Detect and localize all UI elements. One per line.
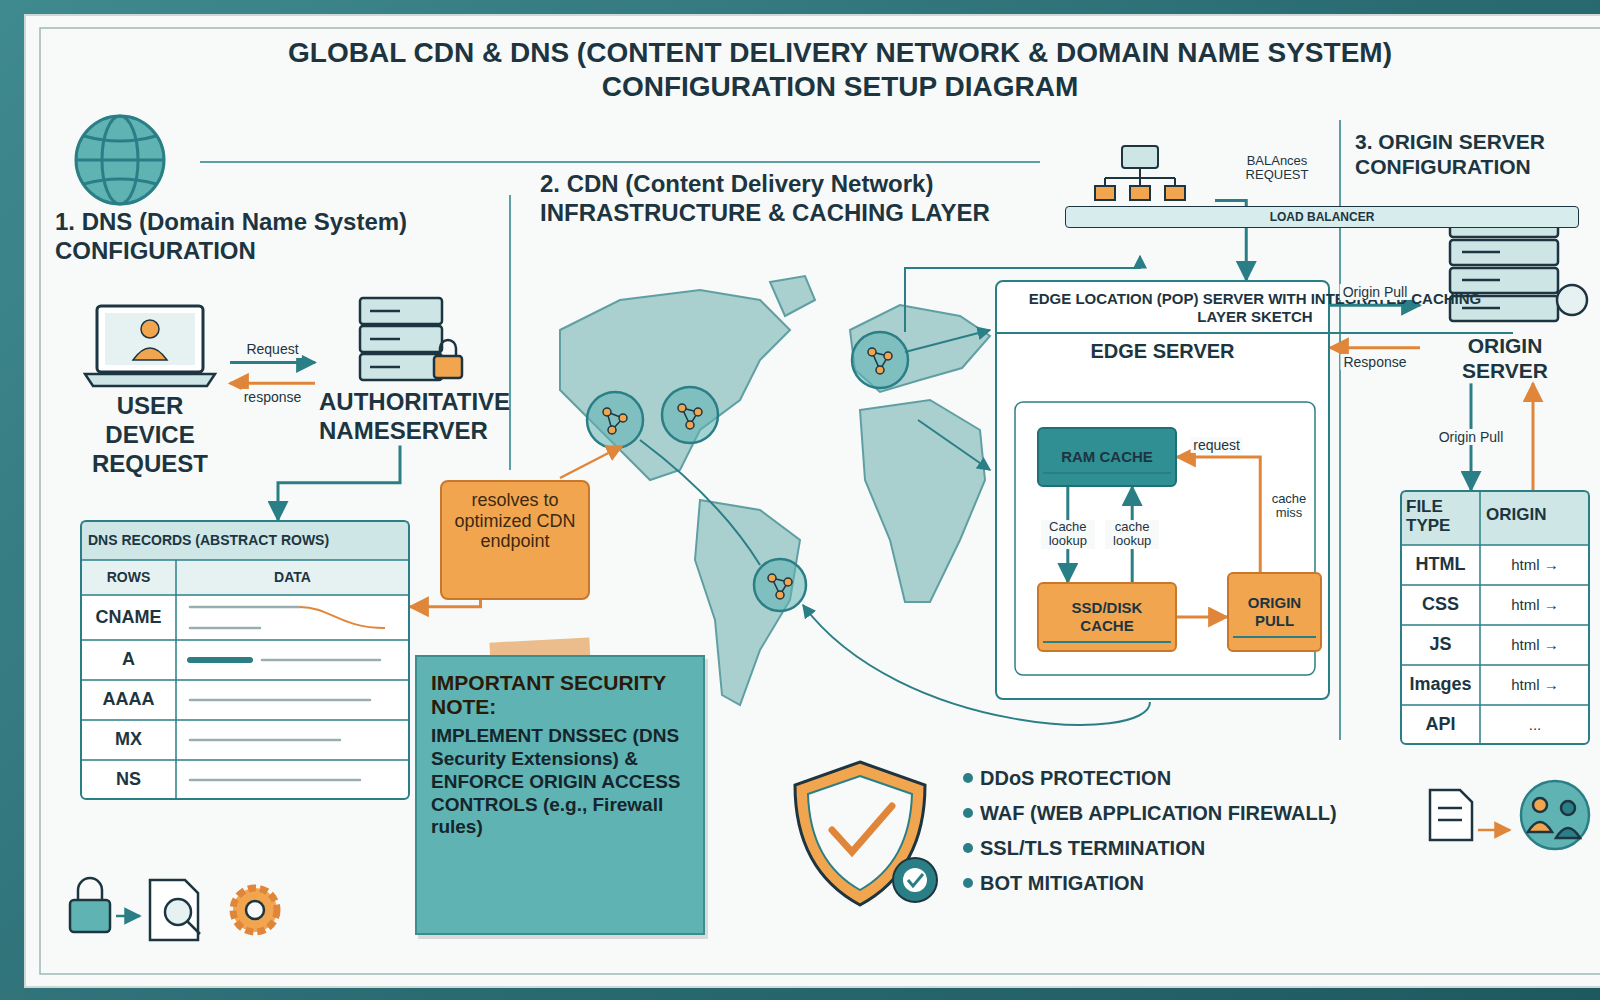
file-table-grid bbox=[1400, 490, 1590, 745]
delivery-icons bbox=[1430, 781, 1589, 849]
bullets bbox=[963, 773, 973, 888]
feature-item: DDoS PROTECTION bbox=[980, 762, 1380, 794]
node-text: ORIGIN SERVER bbox=[1424, 333, 1586, 383]
audit-icons bbox=[70, 878, 277, 940]
connector-arrow bbox=[410, 600, 481, 607]
edge-label: response bbox=[241, 389, 305, 405]
divider bbox=[509, 195, 511, 470]
node-text: EDGE LOCATION (POP) SERVER WITH INTEGRAT… bbox=[997, 282, 1513, 334]
cache-box: RAM CACHE bbox=[1037, 427, 1177, 487]
table-cell: Images bbox=[1402, 665, 1479, 705]
node-text: EDGE SERVER bbox=[997, 334, 1328, 369]
process-box: ORIGIN PULL bbox=[1227, 572, 1322, 652]
node-text: ORIGIN PULL bbox=[1233, 586, 1316, 638]
edge-label: cache lookup bbox=[1105, 520, 1159, 550]
table-cell: MX bbox=[82, 720, 175, 760]
leader-line bbox=[560, 446, 622, 478]
table-cell: CNAME bbox=[82, 595, 175, 640]
feature-item: BOT MITIGATION bbox=[980, 867, 1380, 899]
nameserver-icon bbox=[360, 298, 462, 380]
node-text: IMPLEMENT DNSSEC (DNS Security Extension… bbox=[431, 725, 689, 839]
edge-server-box: EDGE LOCATION (POP) SERVER WITH INTEGRAT… bbox=[995, 280, 1330, 700]
connector-arrow bbox=[1177, 616, 1227, 619]
load-balancer-icon bbox=[1095, 146, 1185, 200]
diagram-title: GLOBAL CDN & DNS (CONTENT DELIVERY NETWO… bbox=[190, 36, 1490, 103]
cache-box: SSD/DISK CACHE bbox=[1037, 582, 1177, 652]
security-note: IMPORTANT SECURITY NOTE: IMPLEMENT DNSSEC… bbox=[415, 655, 705, 935]
node-text: 2. CDN (Content Delivery Network) INFRAS… bbox=[540, 170, 1040, 228]
connector-arrow bbox=[278, 446, 400, 520]
table-cell: JS bbox=[1402, 625, 1479, 665]
section-band: 2. CDN (Content Delivery Network) INFRAS… bbox=[515, 140, 1335, 945]
file-type-table: FILE TYPEORIGIN bbox=[1400, 490, 1590, 745]
callout-box: resolves to optimized CDN endpoint bbox=[440, 480, 590, 600]
edge-label: Response bbox=[1340, 354, 1409, 370]
table-cell: html → bbox=[1482, 665, 1588, 705]
load-balancer: LOAD BALANCER bbox=[1065, 140, 1215, 250]
section-band: 3. ORIGIN SERVER CONFIGURATION ORIGIN SER… bbox=[1345, 125, 1600, 945]
laptop-icon bbox=[85, 306, 215, 386]
table-cell: CSS bbox=[1402, 585, 1479, 625]
pop-glyphs bbox=[603, 348, 892, 599]
table-cell: A bbox=[82, 640, 175, 680]
annotation: cache miss bbox=[1266, 488, 1312, 524]
title-rule bbox=[200, 161, 1040, 163]
pop-sites bbox=[587, 332, 908, 611]
table-cell: html → bbox=[1482, 585, 1588, 625]
table-cell: API bbox=[1402, 705, 1479, 745]
node-text: LOAD BALANCER bbox=[1065, 206, 1579, 228]
edge-label: request bbox=[1190, 437, 1243, 453]
node-text: 3. ORIGIN SERVER CONFIGURATION bbox=[1355, 129, 1590, 179]
connector-arrow bbox=[230, 382, 315, 385]
connector-arrow bbox=[230, 361, 315, 364]
poster bbox=[25, 15, 1600, 987]
annotation: BALAnces REQUEST bbox=[1222, 150, 1332, 186]
node-text: FILE TYPE bbox=[1402, 492, 1482, 743]
feature-item: WAF (WEB APPLICATION FIREWALL) bbox=[980, 797, 1380, 829]
edge-box-fill bbox=[995, 280, 1330, 700]
table-cell: ROWS bbox=[82, 560, 175, 595]
table-cell: AAAA bbox=[82, 680, 175, 720]
table-cell: html → bbox=[1482, 545, 1588, 585]
node-text: DNS RECORDS (ABSTRACT ROWS) bbox=[88, 532, 402, 549]
device-node: USER DEVICE REQUEST bbox=[70, 300, 230, 478]
globe-icon bbox=[76, 116, 164, 204]
table-cell: HTML bbox=[1402, 545, 1479, 585]
node-text: RAM CACHE bbox=[1043, 440, 1171, 474]
server-node: ORIGIN SERVER bbox=[1420, 205, 1590, 383]
connector-arrow bbox=[1177, 457, 1260, 572]
table-cell: DATA bbox=[177, 560, 408, 595]
node-text: ORIGIN bbox=[1482, 492, 1588, 743]
edge-label: Origin Pull bbox=[1340, 284, 1411, 300]
node-text: USER DEVICE REQUEST bbox=[74, 392, 226, 478]
feature-item: SSL/TLS TERMINATION bbox=[980, 832, 1380, 864]
edge-label: Origin Pull bbox=[1436, 429, 1507, 445]
table-cell: NS bbox=[82, 760, 175, 800]
poster-frame bbox=[40, 28, 1600, 974]
world-map bbox=[560, 276, 990, 705]
dns-table-grid bbox=[80, 520, 410, 800]
edge-label: Cache lookup bbox=[1041, 520, 1095, 550]
edge-label: Request bbox=[243, 341, 301, 357]
table-cell: html → bbox=[1482, 625, 1588, 665]
server-node: AUTHORITATIVE NAMESERVER bbox=[315, 290, 485, 446]
connector-arrow bbox=[1532, 383, 1535, 490]
node-text: AUTHORITATIVE NAMESERVER bbox=[319, 388, 481, 446]
node-text: IMPORTANT SECURITY NOTE: bbox=[431, 671, 689, 719]
shield-icon bbox=[795, 762, 937, 905]
node-text: SSD/DISK CACHE bbox=[1043, 591, 1171, 643]
table-cell: ... bbox=[1482, 705, 1588, 745]
connector-arrow bbox=[1330, 346, 1420, 349]
node-text: 1. DNS (Domain Name System) CONFIGURATIO… bbox=[55, 208, 495, 266]
node-text: resolves to optimized CDN endpoint bbox=[450, 490, 580, 552]
